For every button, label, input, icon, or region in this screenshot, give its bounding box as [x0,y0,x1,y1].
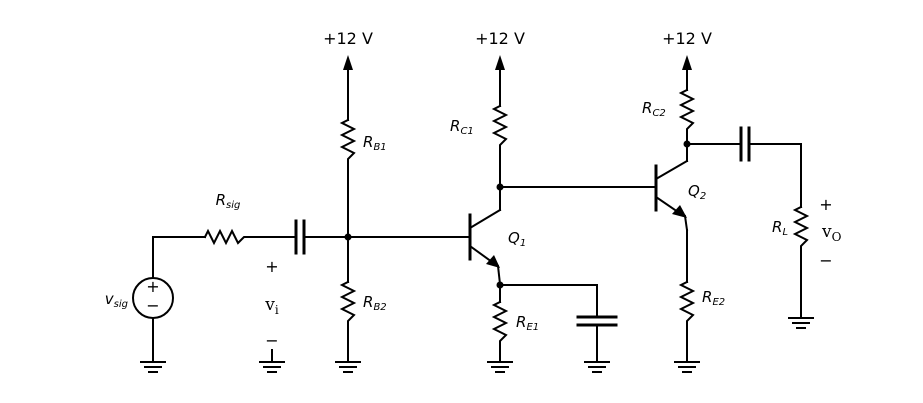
vo-label: vO [821,222,842,244]
resistor-rc2 [678,88,696,133]
re1-label: RE1 [516,313,539,333]
bypass-capacitor [576,315,618,327]
resistor-rc1 [491,104,509,149]
signal-source: + − vsig [105,236,174,373]
ground-icon [140,361,166,373]
ground-icon [487,361,513,373]
resistor-re2 [678,280,696,325]
rsig-label: Rsig [216,191,241,211]
vi-plus-sign: + [265,257,278,276]
q2-label: Q2 [688,182,706,202]
emitter-arrow-icon [486,255,500,268]
source-minus-sign: − [146,296,159,315]
transistor-q2 [654,143,689,232]
supply-label-2: +12 V [475,29,525,48]
source-plus-sign: + [146,277,159,296]
resistor-re1 [491,300,509,345]
vi-minus-sign: − [265,331,278,350]
ground-icon [674,361,700,373]
vo-plus-sign: + [819,195,832,214]
rc1-label: RC1 [450,117,474,137]
source-label: vsig [105,290,128,310]
re2-label: RE2 [702,288,725,308]
supply-rail-1: +12 V [323,29,373,70]
rb2-label: RB2 [363,293,387,313]
rc2-label: RC2 [642,99,666,119]
input-coupling-capacitor [294,219,306,255]
resistor-rl [792,205,810,250]
resistor-rb1 [339,118,357,164]
supply-label-1: +12 V [323,29,373,48]
supply-rail-3: +12 V [662,29,712,70]
emitter-arrow-icon [672,205,687,218]
vo-minus-sign: − [819,251,832,270]
resistor-rsig [203,228,247,246]
rb1-label: RB1 [363,133,387,153]
ground-icon [335,361,361,373]
transistor-q1 [468,186,502,286]
ground-icon [259,361,285,373]
rl-label: RL [772,218,788,238]
q1-label: Q1 [508,229,526,249]
resistor-rb2 [339,280,357,326]
output-coupling-capacitor [739,126,751,162]
supply-label-3: +12 V [662,29,712,48]
vi-indicator: + vi − [259,257,285,373]
ground-icon [584,361,610,373]
vi-label: vi [264,295,279,317]
supply-rail-2: +12 V [475,29,525,70]
ground-icon [788,317,814,329]
vo-indicator: + vO − [819,195,841,270]
